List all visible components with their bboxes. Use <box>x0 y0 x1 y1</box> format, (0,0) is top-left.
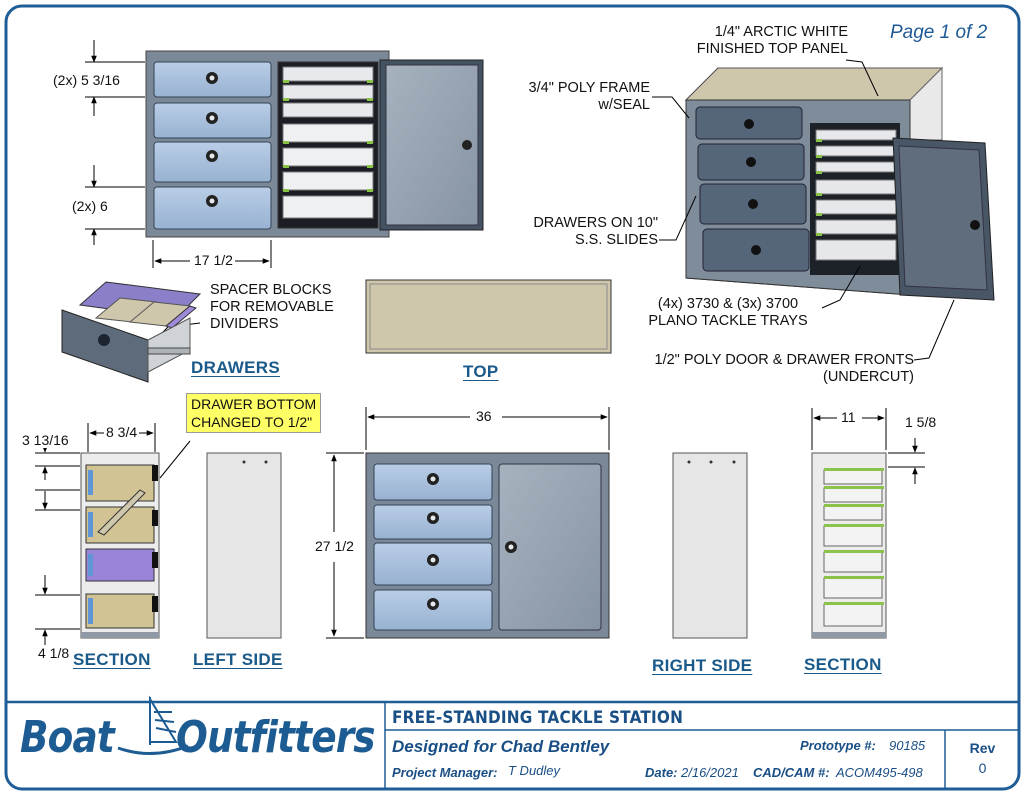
dim-overall-width: 36 <box>474 408 494 424</box>
pm-label: Project Manager: <box>392 765 498 780</box>
tackle-trays <box>282 66 374 219</box>
sheet-border <box>4 4 1021 791</box>
cadcam-value: ACOM495-498 <box>836 765 923 780</box>
dim-right-section-top: 1 5/8 <box>903 414 939 430</box>
left-section-view <box>80 452 160 639</box>
dim-drawer-width: 17 1/2 <box>192 252 235 268</box>
iso-view <box>684 66 995 301</box>
view-label-left-side: LEFT SIDE <box>193 650 283 669</box>
drawing-title: FREE-STANDING TACKLE STATION <box>392 708 684 728</box>
prototype-value: 90185 <box>889 738 926 753</box>
view-label-top: TOP <box>463 362 499 381</box>
dim-section-top: 3 13/16 <box>20 432 71 448</box>
right-side-view <box>672 452 748 639</box>
dim-section-bottom: 4 1/8 <box>36 645 72 661</box>
left-side-view <box>206 452 282 639</box>
dim-right-section-depth: 11 <box>839 409 858 425</box>
date-label: Date: <box>645 765 678 780</box>
fronts-callout: 1/2" POLY DOOR & DRAWER FRONTS(UNDERCUT) <box>654 352 914 385</box>
dim-section-width: 8 3/4 <box>104 424 140 440</box>
view-label-drawers: DRAWERS <box>191 358 280 377</box>
door-latch-icon <box>462 140 472 150</box>
view-label-section-right: SECTION <box>804 655 882 674</box>
front-view-closed <box>365 452 610 639</box>
top-view <box>365 279 612 354</box>
dim-overall-height: 27 1/2 <box>313 538 356 554</box>
front-view-open <box>145 50 484 238</box>
logo-text-boat: Boat <box>20 712 115 763</box>
drawer-iso <box>61 281 202 383</box>
dim-drawer-front-small: (2x) 5 3/16 <box>51 72 122 88</box>
date-value: 2/16/2021 <box>681 765 739 780</box>
dim-drawer-front-large: (2x) 6 <box>70 198 110 214</box>
view-label-right-side: RIGHT SIDE <box>652 656 753 675</box>
drawer-front <box>153 61 272 230</box>
right-section-view <box>811 452 887 639</box>
logo-text-outfitters: Outfitters <box>176 712 376 763</box>
prototype-label: Prototype #: <box>800 738 876 753</box>
rev-label: Rev <box>969 740 996 756</box>
view-label-section-left: SECTION <box>73 650 151 669</box>
rev-value: 0 <box>978 760 987 776</box>
slides-callout: DRAWERS ON 10"S.S. SLIDES <box>533 215 658 248</box>
pm-value: T Dudley <box>508 763 561 778</box>
title-block <box>6 700 1019 789</box>
cadcam-label: CAD/CAM #: <box>753 765 830 780</box>
designed-for: Designed for Chad Bentley <box>392 737 610 756</box>
sailboat-logo-icon <box>117 695 189 756</box>
page-label: Page 1 of 2 <box>890 22 988 43</box>
